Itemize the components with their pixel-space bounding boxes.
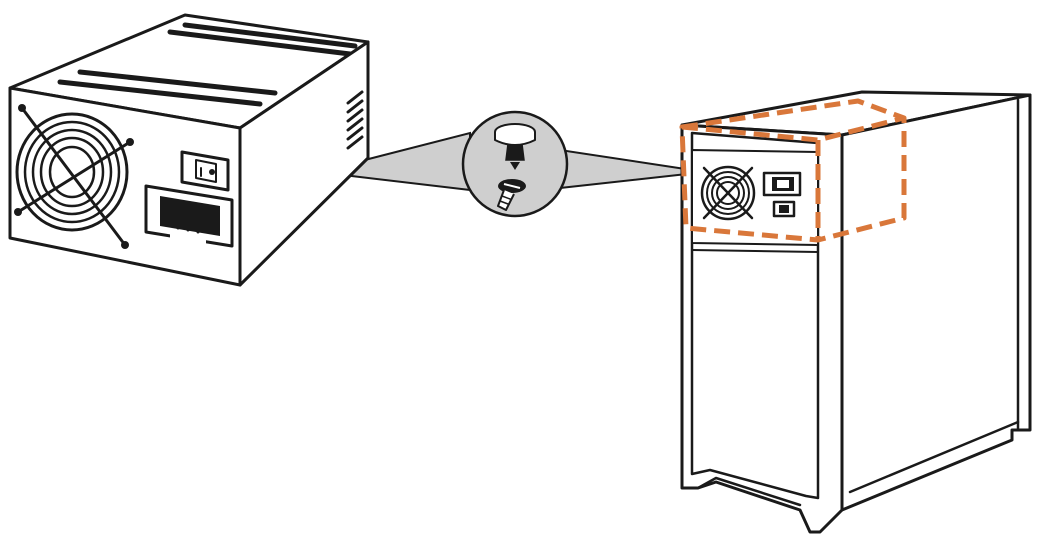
tower-psu-socket-icon bbox=[762, 171, 802, 197]
psu-side-face bbox=[238, 40, 370, 287]
psu-fan-icon bbox=[14, 104, 134, 249]
mounting-screw-icon bbox=[494, 123, 536, 211]
psu-power-switch-icon bbox=[180, 150, 230, 192]
psu-unit-icon bbox=[8, 13, 370, 287]
psu-power-socket-icon bbox=[144, 184, 234, 259]
tower-psu-switch-icon bbox=[772, 200, 796, 218]
pc-tower-icon bbox=[680, 90, 1032, 534]
tower-psu-fan-icon bbox=[700, 165, 756, 221]
tower-side-face bbox=[840, 93, 1032, 512]
psu-bay-highlight bbox=[679, 98, 907, 243]
